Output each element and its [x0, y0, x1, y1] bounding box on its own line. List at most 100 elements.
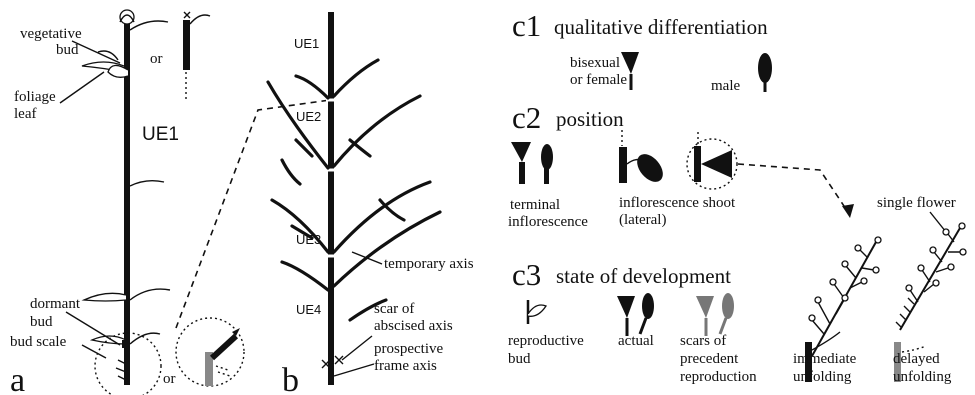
label-inflorescence: inflorescence [508, 214, 588, 230]
flower-i5 [861, 278, 867, 284]
label-frame-axis: frame axis [374, 358, 437, 374]
label-bisexual: bisexual [570, 55, 620, 71]
flower-d4 [948, 264, 954, 270]
flower-i3 [842, 295, 848, 301]
temp-seg-4 [380, 200, 404, 220]
label-repro-bud: bud [508, 351, 531, 367]
flower-d1 [906, 285, 912, 291]
alt-cross-top [184, 12, 190, 18]
label-leaf: leaf [14, 106, 36, 122]
alt-leaf-top [190, 15, 210, 24]
terminal-male-icon [541, 144, 553, 170]
panel-b: UE1 UE2 UE3 UE4 temporary axis scar of a… [268, 12, 474, 395]
leader-vegetative-bud [72, 41, 120, 63]
panel-a: vegetative bud or foliage leaf UE1 dorma… [10, 10, 244, 395]
label-ue2: UE2 [296, 109, 321, 124]
label-temporary-axis: temporary axis [384, 256, 474, 272]
label-immediate-unfolding: unfolding [793, 369, 852, 385]
label-ue1-b: UE1 [294, 36, 319, 51]
shoot-cone-icon [701, 150, 732, 178]
repro-bud-icon [528, 305, 546, 316]
flower-d3 [918, 265, 924, 271]
leader-temporary-axis [352, 252, 382, 264]
branch-1r [334, 60, 378, 96]
actual-male-stalk [640, 318, 646, 334]
flower-i6 [842, 261, 848, 267]
panel-letter-a: a [10, 362, 25, 395]
label-reproductive: reproductive [508, 333, 584, 349]
panel-letter-b: b [282, 362, 299, 395]
temp-seg-2 [350, 140, 370, 156]
apical-bud [120, 10, 134, 24]
alt-scale-bottom [216, 366, 230, 376]
flower-i9 [875, 237, 881, 243]
lateral-stem [619, 147, 627, 183]
label-lateral: (lateral) [619, 212, 666, 228]
flower-d7 [943, 229, 949, 235]
delayed-axis [900, 228, 960, 330]
label-scar: scar of [374, 301, 414, 317]
delayed-hatch [896, 298, 914, 328]
actual-male-icon [642, 293, 654, 319]
shoot-stem [694, 146, 701, 182]
branch-4l [282, 262, 328, 290]
c2-title: position [556, 107, 624, 131]
flower-i1 [809, 315, 815, 321]
arrowhead-flowers [842, 204, 854, 218]
lateral-cone-icon [632, 149, 668, 186]
label-terminal: terminal [510, 197, 560, 213]
scar-male-icon [722, 293, 734, 319]
branch-1l [296, 76, 328, 98]
temp-seg-3 [282, 160, 300, 184]
c3-number: c3 [512, 257, 541, 292]
flower-d6 [960, 249, 966, 255]
leaf-5 [130, 181, 164, 186]
terminal-male-stem [544, 168, 549, 184]
flower-i4 [830, 279, 836, 285]
flower-i2 [815, 297, 821, 303]
leaf-8 [92, 336, 126, 344]
panel-c3: c3 state of development [508, 223, 966, 385]
leaf-6 [84, 293, 126, 301]
label-male: male [711, 78, 740, 94]
scar-cross [335, 356, 343, 364]
terminal-cone-icon [511, 142, 531, 162]
actual-cone-icon [617, 296, 635, 318]
label-scars-of: scars of [680, 333, 726, 349]
label-foliage: foliage [14, 89, 56, 105]
leader-bud-scale [82, 345, 106, 358]
dormant-bud-mark [122, 340, 127, 348]
leaf-2 [98, 51, 118, 60]
scar-male-stalk [720, 318, 726, 334]
label-bud: bud [56, 42, 79, 58]
scar-cone-icon [696, 296, 714, 318]
label-dormant: dormant [30, 296, 81, 312]
label-delayed: delayed [893, 351, 940, 367]
c2-number: c2 [512, 100, 541, 135]
label-single-flower: single flower [877, 195, 956, 211]
connector-a-b [176, 100, 330, 328]
label-reproduction: reproduction [680, 369, 757, 385]
branch-2l [268, 82, 328, 168]
label-actual: actual [618, 333, 654, 349]
label-ue4: UE4 [296, 302, 321, 317]
panel-c2: c2 position terminal inflorescence inflo… [508, 100, 956, 232]
male-cone-icon [758, 53, 772, 83]
label-immediate: immediate [793, 351, 857, 367]
c1-number: c1 [512, 8, 541, 43]
alt-stem-top [183, 20, 190, 70]
label-shoot: inflorescence shoot [619, 195, 736, 211]
leader-prospective [334, 364, 374, 376]
label-precedent: precedent [680, 351, 739, 367]
leader-single-flower [930, 212, 946, 232]
leaf-1 [130, 21, 168, 30]
flower-i7 [873, 267, 879, 273]
c3-title: state of development [556, 264, 731, 288]
leader-scar [342, 336, 372, 360]
alt-shoot-bottom [212, 336, 236, 358]
panel-c1: c1 qualitative differentiation bisexual … [512, 8, 772, 94]
flower-d5 [930, 247, 936, 253]
flower-d8 [959, 223, 965, 229]
